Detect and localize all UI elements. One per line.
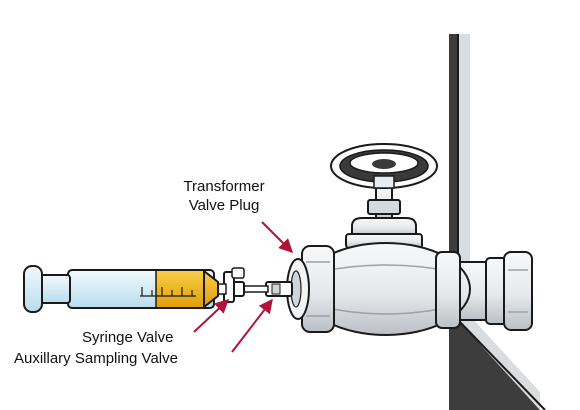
arrow-syringe-valve xyxy=(193,299,230,333)
syringe xyxy=(23,265,219,313)
syringe-valve-label: Syringe Valve xyxy=(82,329,174,346)
transformer-tank-wall xyxy=(449,34,580,410)
syringe-valve xyxy=(217,267,245,303)
arrow-transformer-valve-plug xyxy=(261,221,293,253)
pointer-arrows xyxy=(193,221,293,353)
auxiliary-sampling-valve xyxy=(241,281,293,297)
transformer-label-line2: Valve Plug xyxy=(188,197,260,214)
valve-body xyxy=(301,242,471,336)
transformer-valve-plug xyxy=(286,258,310,320)
transformer-valve-plug-label: Transformer Valve Plug xyxy=(168,177,280,215)
syringe-scale-marks xyxy=(140,287,196,297)
arrow-auxiliary-sampling-valve xyxy=(231,298,273,353)
auxiliary-sampling-valve-label: Auxillary Sampling Valve xyxy=(14,350,178,367)
handwheel xyxy=(330,143,438,225)
transformer-label-line1: Transformer xyxy=(183,178,265,195)
